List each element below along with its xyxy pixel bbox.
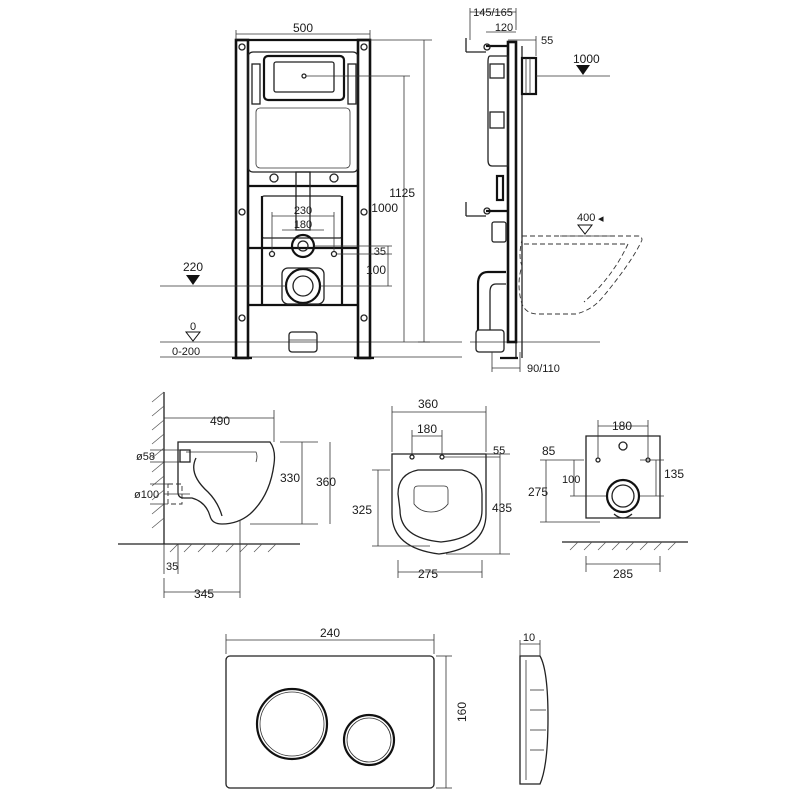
mount-hole <box>238 314 246 322</box>
dim-100: 100 <box>562 474 580 486</box>
level-marker-open <box>576 224 594 235</box>
flush-plate-side <box>519 655 549 785</box>
level-400: 400 <box>577 212 595 224</box>
flush-plate-view: 240 160 10 <box>225 626 549 789</box>
dim-35: 35 <box>374 246 386 258</box>
level-marker <box>186 275 200 285</box>
level-marker-zero <box>184 331 202 342</box>
flush-opening <box>262 54 346 102</box>
dim-230: 230 <box>294 205 312 217</box>
dim-345: 345 <box>194 587 214 601</box>
dim-frame-height-1000: 1000 <box>371 201 398 215</box>
frame-right-upright <box>356 38 372 360</box>
bowl-dashed-outline <box>518 235 643 315</box>
dim-145-165: 145/165 <box>473 7 513 19</box>
bottom-elbow <box>288 331 318 353</box>
frame-side-profile <box>506 40 518 344</box>
bowl-side-view: 490 ø58 ø100 330 360 35 345 <box>118 391 336 601</box>
dim-160: 160 <box>455 702 469 722</box>
bowl-back-outline <box>585 435 661 519</box>
cistern-inner <box>255 107 351 169</box>
back-outlet <box>605 478 641 514</box>
flush-button-small[interactable] <box>342 713 396 767</box>
dim-120: 120 <box>495 22 513 34</box>
bowl-top-view: 360 180 55 325 435 275 <box>352 397 512 581</box>
dim-10: 10 <box>523 632 535 644</box>
dim-dia-58: ø58 <box>136 451 155 463</box>
dim-frame-width: 500 <box>293 21 313 35</box>
frame-front-view: 500 1125 1000 230 180 35 100 220 0 0-200 <box>160 21 462 360</box>
dim-325: 325 <box>352 503 372 517</box>
inlet-pipe <box>179 449 191 463</box>
bowl-back-view: 180 85 275 100 135 285 <box>528 419 688 581</box>
dim-100: 100 <box>366 263 386 277</box>
bowl-side-outline <box>177 441 276 525</box>
water-icon: ◂ <box>598 213 604 225</box>
frame-side-view: 145/165 120 55 1000 400 ◂ 90/110 <box>465 7 643 375</box>
mount-hole <box>360 314 368 322</box>
dim-180: 180 <box>417 422 437 436</box>
bowl-top-seat <box>397 469 483 543</box>
dim-360: 360 <box>316 475 336 489</box>
dim-330: 330 <box>280 471 300 485</box>
level-0: 0 <box>190 321 196 333</box>
dim-490: 490 <box>210 414 230 428</box>
flush-plate <box>225 655 435 789</box>
dim-285: 285 <box>613 567 633 581</box>
level-220: 220 <box>183 260 203 274</box>
flush-button-large[interactable] <box>255 687 329 761</box>
frame-left-upright <box>234 38 250 360</box>
mount-hole <box>360 43 368 51</box>
flush-connection <box>520 56 538 96</box>
cistern-side <box>487 55 509 167</box>
mount-hole <box>238 43 246 51</box>
flush-opening-inner <box>273 61 335 93</box>
waste-outlet <box>284 267 322 305</box>
level-marker <box>576 65 590 75</box>
mount-hole <box>360 208 368 216</box>
dim-dia-100: ø100 <box>134 489 159 501</box>
bowl-top-outline <box>391 453 487 555</box>
dim-85: 85 <box>542 444 556 458</box>
level-range: 0-200 <box>172 346 200 358</box>
dim-frame-height-total: 1125 <box>389 186 415 200</box>
dim-240: 240 <box>320 626 340 640</box>
dim-35: 35 <box>166 561 178 573</box>
mount-hole <box>238 208 246 216</box>
dim-90-110: 90/110 <box>527 363 560 375</box>
waste-elbow-side <box>476 270 506 330</box>
dim-275: 275 <box>418 567 438 581</box>
flush-centre-mark <box>301 73 307 79</box>
dim-275: 275 <box>528 485 548 499</box>
dim-435: 435 <box>492 501 512 515</box>
dim-180: 180 <box>612 419 632 433</box>
dim-55: 55 <box>493 445 505 457</box>
dim-55: 55 <box>541 35 553 47</box>
dim-360: 360 <box>418 397 438 411</box>
level-1000: 1000 <box>573 52 600 66</box>
dim-180: 180 <box>294 219 312 231</box>
dim-135: 135 <box>664 467 684 481</box>
